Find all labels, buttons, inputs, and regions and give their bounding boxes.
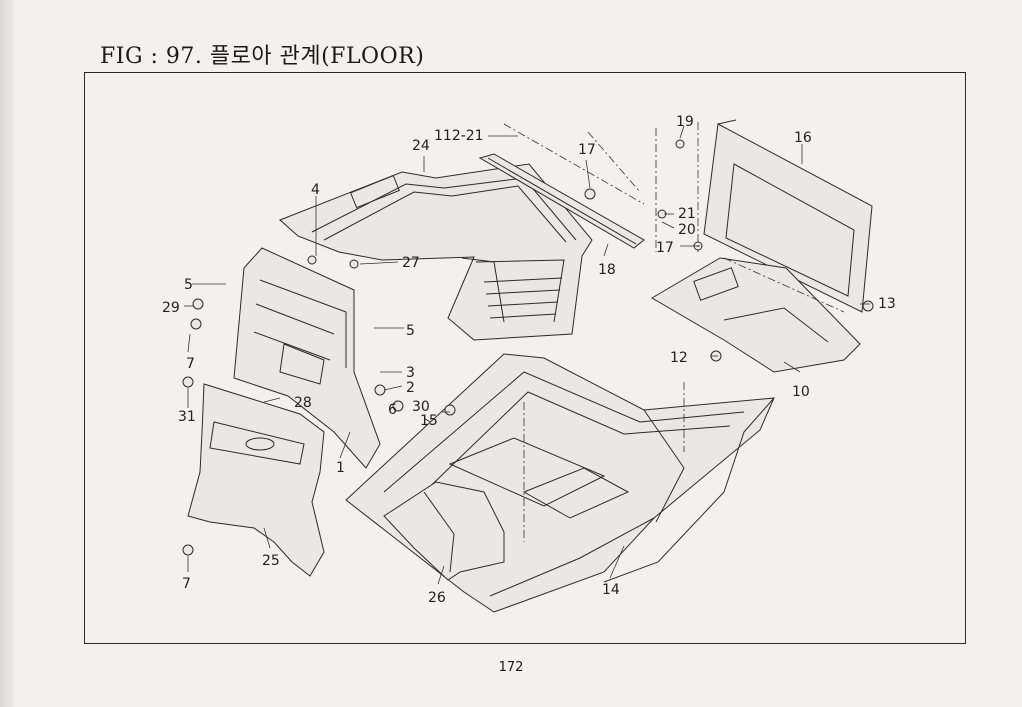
callout-19: 19	[676, 114, 694, 130]
figure-title: FIG : 97. 플로아 관계(FLOOR)	[100, 44, 425, 69]
callout-12: 12	[670, 350, 688, 366]
callout-29: 29	[162, 300, 180, 316]
callout-labels: 4 27 5 29 7 31 7 28 25 1 5 3 2 6 30 15 2…	[162, 114, 896, 606]
page-number: 172	[498, 660, 524, 675]
tunnel-insulator-26	[383, 481, 505, 581]
callout-16: 16	[794, 130, 812, 146]
callout-6: 6	[388, 402, 397, 418]
callout-14: 14	[602, 582, 620, 598]
callout-17-lower: 17	[656, 240, 674, 256]
callout-10: 10	[792, 384, 810, 400]
callout-17-upper: 17	[578, 142, 596, 158]
cross-member-18	[478, 153, 645, 249]
callout-21: 21	[678, 206, 696, 222]
diagram-frame	[84, 72, 966, 644]
page-binding-edge	[0, 0, 14, 707]
insulator-25	[187, 383, 325, 577]
rear-floor-panel-24	[279, 163, 593, 341]
callout-20: 20	[678, 222, 696, 238]
callout-13: 13	[878, 296, 896, 312]
floor-pan-10	[651, 257, 861, 373]
callout-5-lower: 5	[406, 323, 415, 339]
callout-112-21: 112-21	[434, 128, 484, 144]
callout-4: 4	[311, 182, 320, 198]
leader-lines	[184, 125, 870, 585]
callout-26: 26	[428, 590, 446, 606]
callout-2: 2	[406, 380, 415, 396]
callout-5-upper: 5	[184, 277, 193, 293]
callout-24: 24	[412, 138, 430, 154]
callout-7-lower: 7	[182, 576, 191, 592]
dash-panel-1	[233, 247, 381, 469]
callout-15: 15	[420, 413, 438, 429]
callout-25: 25	[262, 553, 280, 569]
rear-panel-16	[703, 119, 873, 313]
callout-3: 3	[406, 365, 415, 381]
callout-31: 31	[178, 409, 196, 425]
callout-28: 28	[294, 395, 312, 411]
centre-lines	[503, 122, 845, 542]
callout-27: 27	[402, 255, 420, 271]
callout-7-upper: 7	[186, 356, 195, 372]
floor-exploded-diagram: 4 27 5 29 7 31 7 28 25 1 5 3 2 6 30 15 2…	[162, 114, 896, 613]
callout-30: 30	[412, 399, 430, 415]
callout-1: 1	[336, 460, 345, 476]
callout-18: 18	[598, 262, 616, 278]
